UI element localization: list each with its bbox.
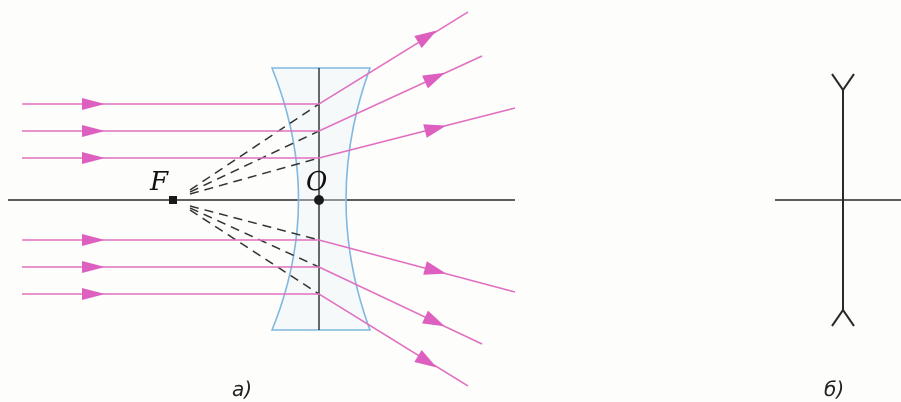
arrow-head [414, 30, 437, 48]
outgoing-ray [318, 266, 483, 345]
part-a-label: а) [232, 377, 252, 401]
outgoing-ray [318, 11, 469, 105]
outgoing-ray [318, 239, 516, 293]
incoming-rays [22, 103, 319, 295]
arrow-head [82, 234, 105, 246]
outgoing-rays [318, 11, 516, 387]
arrow-head [414, 350, 437, 368]
outgoing-arrowheads [414, 30, 447, 368]
center-label: O [306, 167, 327, 197]
arrow-head [82, 98, 105, 110]
part-b-figure: б) [775, 73, 901, 401]
outgoing-ray [318, 55, 483, 132]
part-b-label: б) [824, 377, 844, 401]
arrow-head [82, 288, 105, 300]
arrow-head [423, 261, 447, 275]
arrow-head [82, 125, 105, 137]
arrow-head [422, 310, 445, 327]
part-a-figure: F O а) [8, 11, 516, 401]
symbol-top-fork [831, 73, 855, 92]
optical-center-point [314, 195, 324, 205]
outgoing-ray [318, 107, 516, 159]
virtual-ray-extensions [189, 103, 320, 295]
arrow-head [422, 72, 445, 89]
arrow-head [82, 152, 105, 164]
focus-point [169, 196, 177, 204]
symbol-bottom-fork [831, 308, 855, 327]
incoming-arrowheads [82, 98, 105, 300]
arrow-head [82, 261, 105, 273]
outgoing-ray [318, 293, 469, 387]
arrow-head [423, 124, 447, 138]
focus-label: F [149, 167, 169, 197]
